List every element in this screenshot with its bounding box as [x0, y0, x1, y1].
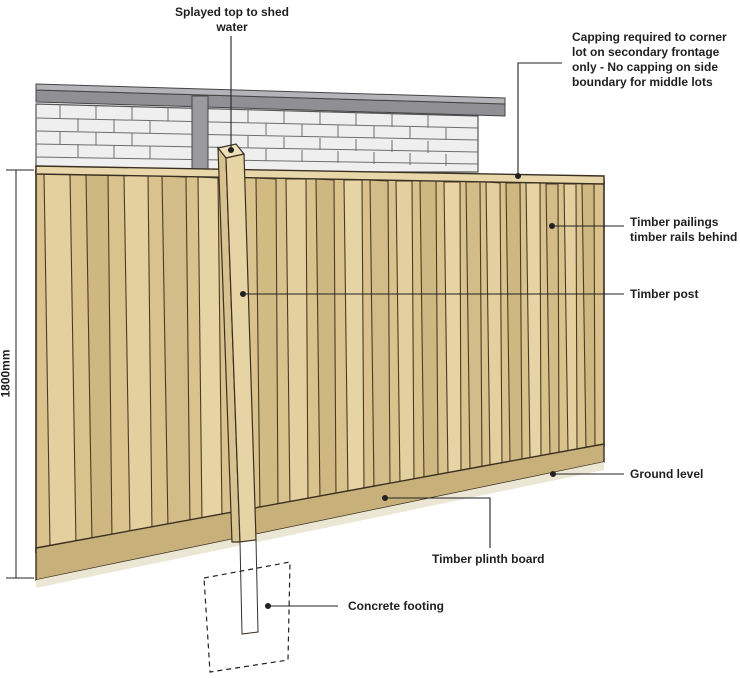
post-underground [239, 539, 259, 635]
background-building [35, 83, 506, 173]
brick-wall [35, 103, 479, 173]
timber-post [216, 143, 259, 635]
brick-courses [35, 104, 479, 166]
concrete-footing [203, 561, 291, 673]
label-post: Timber post [630, 287, 699, 301]
height-dimension [6, 169, 34, 579]
label-footing: Concrete footing [348, 599, 444, 613]
label-capping: Capping required to corner lot on second… [572, 30, 727, 89]
label-ground: Ground level [630, 467, 704, 481]
label-splayed-top: Splayed top to shed water [174, 5, 289, 34]
roof-eave [35, 83, 506, 105]
ground-strip [36, 462, 604, 588]
label-plinth: Timber plinth board [432, 552, 545, 566]
label-height: 1800mm [0, 349, 13, 398]
capping-rail [35, 165, 605, 185]
fence-panel [35, 165, 605, 588]
leader-plinth [385, 497, 491, 548]
leader-capping [517, 62, 562, 176]
leader-lines [227, 36, 624, 610]
label-pailings: Timber pailings timber rails behind [630, 215, 738, 244]
downpipe [191, 95, 209, 173]
